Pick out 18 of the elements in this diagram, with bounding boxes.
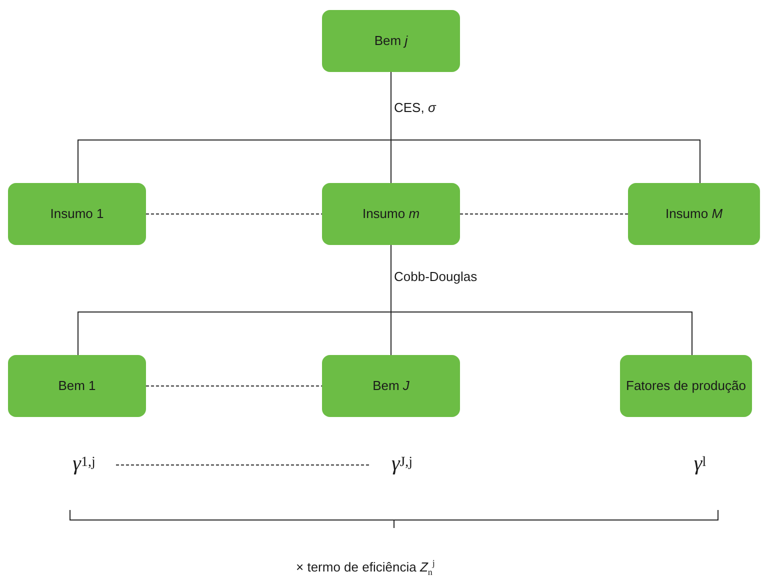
process-box [628, 183, 760, 245]
box-label: Bem J [372, 378, 410, 394]
box-label: Bem 1 [58, 378, 96, 394]
math-symbol: γ$^{1,j}$ [58, 446, 110, 480]
process-box [322, 355, 460, 417]
process-box [322, 10, 460, 72]
box-label: Insumo 1 [50, 206, 104, 222]
box-label: Fatores de produção [626, 378, 746, 394]
process-box [8, 355, 146, 417]
process-box [8, 183, 146, 245]
process-box [322, 183, 460, 245]
process-box [620, 355, 752, 417]
box-label: Bem j [374, 33, 408, 49]
box-label: Insumo m [362, 206, 420, 222]
math-symbol: γ$^{l}$ [680, 446, 720, 480]
dashed-connector [116, 464, 370, 466]
box-label: Insumo M [665, 206, 723, 222]
math-symbol: γ$^{J,j}$ [376, 446, 428, 480]
